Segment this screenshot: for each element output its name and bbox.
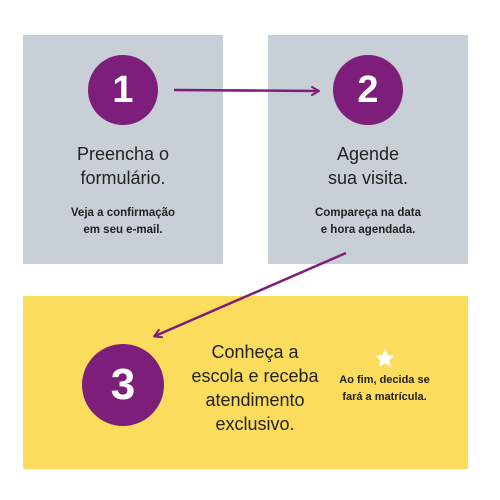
- step-3-number-badge: 3: [82, 344, 164, 426]
- step-2-title: Agende sua visita.: [327, 144, 409, 188]
- star-icon: [374, 347, 396, 369]
- step-2-note: Compareça na data e hora agendada.: [314, 207, 422, 236]
- step-3-note: Ao fim, decida se fará a matrícula.: [339, 374, 430, 403]
- step-2-number-badge: 2: [333, 55, 403, 125]
- step-1-note: Veja a confirmação em seu e-mail.: [70, 207, 176, 236]
- step-1-number-badge: 1: [88, 55, 158, 125]
- step-1-title: Preencha o formulário.: [76, 144, 170, 188]
- step-3-title: Conheça a escola e receba atendimento ex…: [191, 342, 319, 434]
